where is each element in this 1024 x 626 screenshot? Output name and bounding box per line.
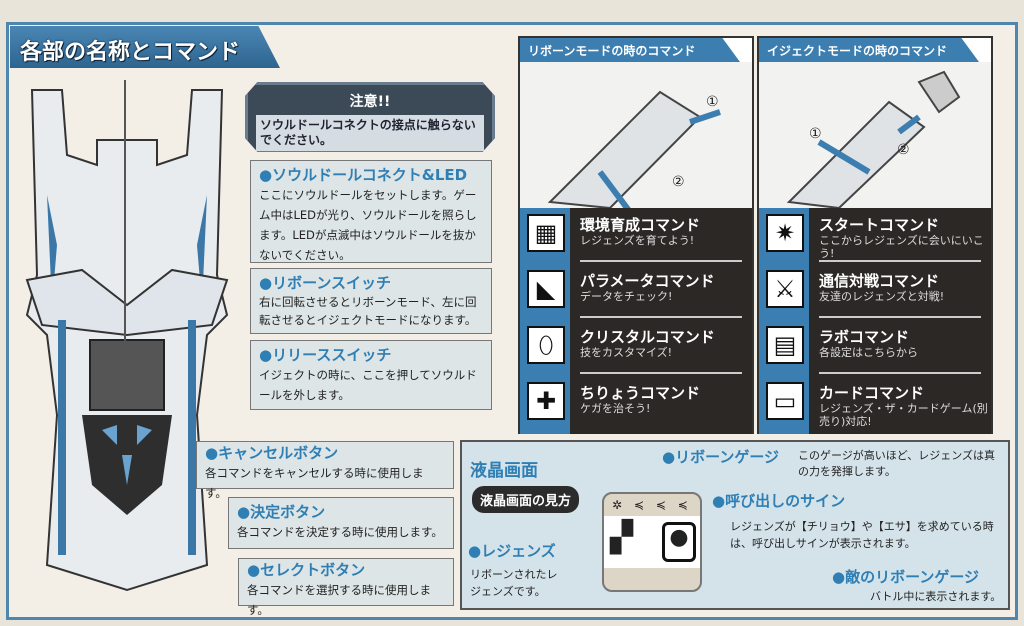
- divider: [580, 260, 742, 262]
- caution-heading: 注意!!: [349, 94, 391, 110]
- step-2-label: ②: [897, 142, 910, 158]
- command-lab: ▤ ラボコマンド各設定はこちらから: [759, 320, 991, 376]
- command-parameter: ◣ パラメータコマンドデータをチェック!: [520, 264, 752, 320]
- start-burst-icon: ✷: [766, 214, 804, 252]
- command-crystal: ⬯ クリスタルコマンド技をカスタマイズ!: [520, 320, 752, 376]
- command-desc: データをチェック!: [580, 290, 673, 303]
- command-name: クリスタルコマンド: [580, 328, 715, 346]
- device-illustration: [25, 89, 229, 592]
- command-environment: ▦ 環境育成コマンドレジェンズを育てよう!: [520, 208, 752, 264]
- command-list: ✷ スタートコマンドここからレジェンズに会いにいこう! ⚔ 通信対戦コマンド友達のレ…: [759, 208, 991, 434]
- command-battle: ⚔ 通信対戦コマンド友達のレジェンズと対戦!: [759, 264, 991, 320]
- divider: [580, 316, 742, 318]
- command-desc: 友達のレジェンズと対戦!: [819, 290, 945, 303]
- part-name: ●セレクトボタン: [247, 561, 366, 579]
- caution-text: ソウルドールコネクトの接点に触らないでください。: [256, 115, 484, 151]
- divider: [580, 372, 742, 374]
- part-release-switch: ●リリーススイッチ イジェクトの時に、ここを押してソウルドールを外します。: [250, 340, 492, 410]
- command-name: 環境育成コマンド: [580, 216, 701, 234]
- legends-sprite-icon: ▞: [610, 520, 634, 555]
- step-1-label: ①: [706, 94, 719, 110]
- eject-illustration: ① ②: [759, 62, 991, 210]
- part-desc: ここにソウルドールをセットします。ゲーム中はLEDが光り、ソウルドールを照らしま…: [259, 188, 477, 262]
- part-select-button: ●セレクトボタン 各コマンドを選択する時に使用します。: [238, 558, 454, 617]
- enemy-gauge-label: ●敵のリボーンゲージ: [832, 568, 980, 586]
- reborn-rotation-illustration: ① ②: [520, 62, 752, 214]
- step-1-label: ①: [809, 126, 822, 142]
- eject-mode-panel: イジェクトモードの時のコマンド ① ② ✷ スタートコマンドここからレジェンズに会…: [757, 36, 993, 434]
- command-desc: 各設定はこちらから: [819, 346, 918, 359]
- part-desc: 右に回転させるとリボーンモード、左に回転させるとイジェクトモードになります。: [259, 295, 477, 327]
- command-treatment: ✚ ちりょうコマンドケガを治そう!: [520, 376, 752, 432]
- part-desc: イジェクトの時に、ここを押してソウルドールを外します。: [259, 368, 477, 402]
- part-desc: 各コマンドを選択する時に使用します。: [247, 583, 431, 617]
- command-desc: 技をカスタマイズ!: [580, 346, 673, 359]
- command-name: ちりょうコマンド: [580, 384, 701, 402]
- part-name: ●リリーススイッチ: [259, 346, 392, 364]
- part-name: ●リボーンスイッチ: [259, 274, 392, 292]
- divider: [819, 260, 981, 262]
- page-title: 各部の名称とコマンド: [10, 26, 280, 68]
- command-start: ✷ スタートコマンドここからレジェンズに会いにいこう!: [759, 208, 991, 264]
- command-desc: ケガを治そう!: [580, 402, 651, 415]
- command-name: スタートコマンド: [819, 216, 940, 234]
- call-sign-label: ●呼び出しのサイン: [712, 492, 846, 510]
- medical-kit-icon: ✚: [527, 382, 565, 420]
- leader-line: [124, 80, 126, 380]
- lcd-title: 液晶画面: [470, 461, 538, 481]
- call-sign-icon: ●: [662, 522, 696, 562]
- dragon-head-icon: ◣: [527, 270, 565, 308]
- reborn-gauge-label: ●リボーンゲージ: [662, 448, 780, 466]
- panel-header: リボーンモードの時のコマンド: [520, 38, 740, 62]
- command-name: 通信対戦コマンド: [819, 272, 940, 290]
- part-name: ●決定ボタン: [237, 503, 326, 521]
- divider: [819, 316, 981, 318]
- command-desc: ここからレジェンズに会いにいこう!: [819, 234, 984, 260]
- command-list: ▦ 環境育成コマンドレジェンズを育てよう! ◣ パラメータコマンドデータをチェック!…: [520, 208, 752, 434]
- part-reborn-switch: ●リボーンスイッチ 右に回転させるとリボーンモード、左に回転させるとイジェクトモ…: [250, 268, 492, 334]
- reborn-gauge-desc: このゲージが高いほど、レジェンズは真の力を発揮します。: [798, 449, 996, 478]
- part-desc: 各コマンドを決定する時に使用します。: [237, 525, 443, 539]
- command-name: パラメータコマンド: [580, 272, 715, 290]
- caution-box: 注意!! ソウルドールコネクトの接点に触らないでください。: [245, 82, 495, 152]
- part-name: ●キャンセルボタン: [205, 444, 339, 462]
- legends-desc: リボーンされたレジェンズです。: [470, 568, 558, 598]
- command-card: ▭ カードコマンドレジェンズ・ザ・カードゲーム(別売り)対応!: [759, 376, 991, 432]
- crossed-swords-icon: ⚔: [766, 270, 804, 308]
- environment-icon: ▦: [527, 214, 565, 252]
- legends-label: ●レジェンズ: [468, 542, 556, 560]
- divider: [819, 372, 981, 374]
- part-cancel-button: ●キャンセルボタン 各コマンドをキャンセルする時に使用します。: [196, 441, 454, 500]
- lcd-guide-badge: 液晶画面の見方: [472, 486, 580, 513]
- part-soul-doll-connect: ●ソウルドールコネクト&LED ここにソウルドールをセットします。ゲーム中はLE…: [250, 160, 492, 263]
- part-decide-button: ●決定ボタン 各コマンドを決定する時に使用します。: [228, 497, 454, 549]
- gauge-icon: ✲ ≼ ≼ ≼: [612, 498, 692, 512]
- reborn-mode-panel: リボーンモードの時のコマンド ① ② ▦ 環境育成コマンドレジェンズを育てよう! …: [518, 36, 754, 434]
- panel-header: イジェクトモードの時のコマンド: [759, 38, 979, 62]
- crystal-icon: ⬯: [527, 326, 565, 364]
- part-name: ●ソウルドールコネクト&LED: [259, 166, 468, 184]
- computer-icon: ▤: [766, 326, 804, 364]
- command-desc: レジェンズを育てよう!: [580, 234, 695, 247]
- card-reader-icon: ▭: [766, 382, 804, 420]
- lcd-screen-illustration: ✲ ≼ ≼ ≼ ▞ ●: [602, 492, 702, 592]
- call-sign-desc: レジェンズが【チリョウ】や【エサ】を求めている時は、呼び出しサインが表示されます…: [730, 520, 994, 550]
- lcd-section: 液晶画面 液晶画面の見方 ✲ ≼ ≼ ≼ ▞ ● ●リボーンゲージ このゲージが…: [460, 440, 1010, 610]
- step-2-label: ②: [672, 174, 685, 190]
- command-name: カードコマンド: [819, 384, 925, 402]
- part-desc: 各コマンドをキャンセルする時に使用します。: [205, 466, 424, 500]
- command-name: ラボコマンド: [819, 328, 910, 346]
- enemy-gauge-desc: バトル中に表示されます。: [870, 590, 1002, 603]
- command-desc: レジェンズ・ザ・カードゲーム(別売り)対応!: [819, 402, 988, 428]
